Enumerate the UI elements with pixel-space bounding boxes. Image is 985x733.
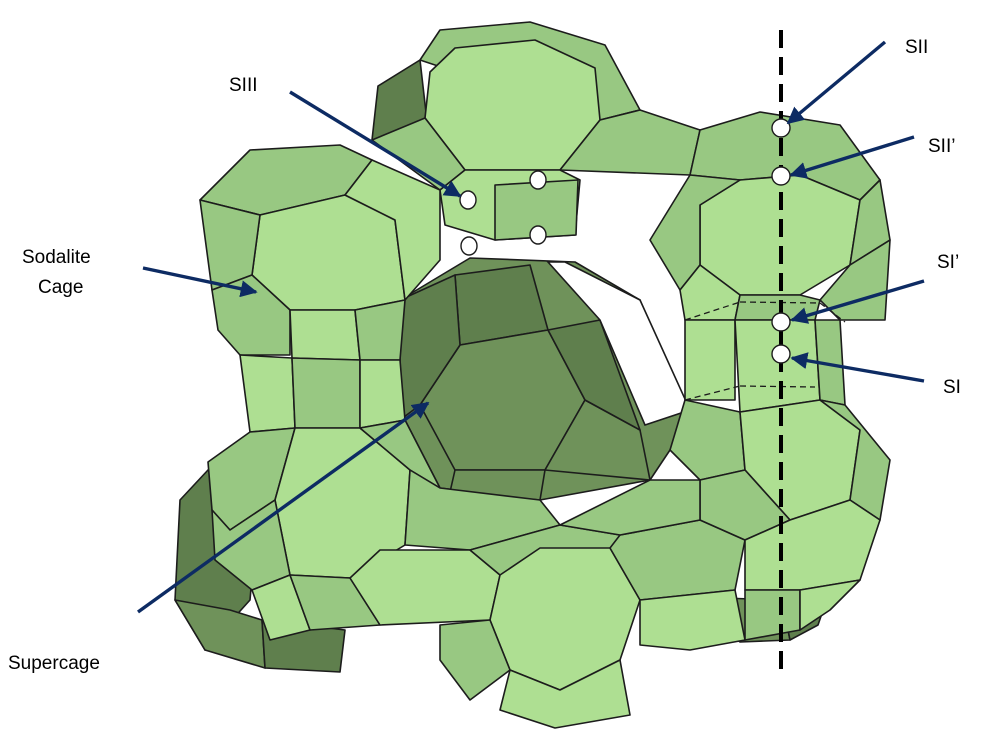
circle-marker-icon — [771, 344, 791, 364]
circle-marker-icon — [771, 118, 791, 138]
right-double-ring — [684, 301, 846, 413]
diagram-labels: SIII Sodalite Cage Supercage SII SII’ SI… — [8, 37, 961, 674]
circle-marker-icon — [529, 170, 547, 190]
bottom-sodalite-cage — [349, 469, 746, 729]
pointer-arrows — [137, 40, 925, 614]
arrow-icon — [137, 401, 430, 614]
left-sodalite-cage — [199, 144, 441, 433]
label-supercage: Supercage — [8, 653, 100, 674]
arrow-icon — [790, 279, 925, 324]
arrow-icon — [142, 266, 258, 298]
circle-marker-icon — [771, 312, 791, 332]
right-sodalite-cage-bottom — [559, 399, 891, 641]
arrow-icon — [789, 135, 915, 179]
lower-left-sodalite-cage — [207, 419, 441, 641]
label-si-prime: SI’ — [937, 252, 959, 273]
label-si: SI — [943, 377, 961, 398]
circle-marker-icon — [460, 236, 478, 256]
arrow-icon — [289, 90, 462, 198]
label-sodalite-line2: Cage — [38, 277, 83, 298]
circle-marker-icon — [459, 190, 477, 210]
label-sii: SII — [905, 37, 928, 58]
label-siii: SIII — [229, 75, 258, 96]
label-sii-prime: SII’ — [928, 136, 955, 157]
arrow-icon — [790, 352, 925, 383]
circle-marker-icon — [529, 225, 547, 245]
label-sodalite-line1: Sodalite — [22, 247, 91, 268]
top-sodalite-cage — [371, 21, 701, 241]
circle-marker-icon — [771, 166, 791, 186]
cation-site-markers — [459, 118, 791, 364]
supercage-interior — [399, 257, 692, 501]
arrow-icon — [786, 40, 887, 125]
